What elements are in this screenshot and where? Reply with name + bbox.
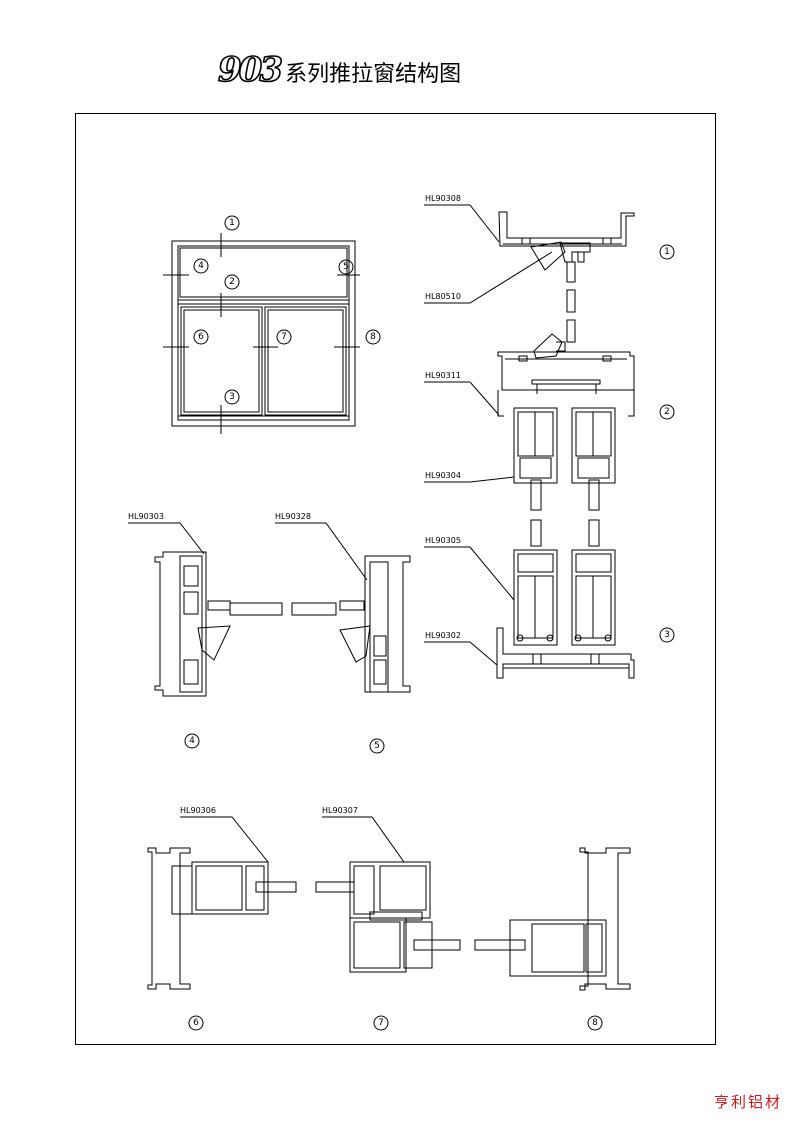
profile-label-hl90308: HL90308 — [425, 194, 461, 203]
profile-label-hl90305: HL90305 — [425, 536, 461, 545]
section-number-7: 7 — [378, 1018, 384, 1028]
section-number-8: 8 — [592, 1018, 598, 1028]
callout-7: 7 — [281, 332, 287, 342]
callout-1: 1 — [229, 218, 235, 228]
profile-label-hl90304: HL90304 — [425, 471, 461, 480]
profile-label-hl90303: HL90303 — [128, 512, 164, 521]
profile-label-hl90306: HL90306 — [180, 806, 216, 815]
drawing-frame — [75, 113, 716, 1045]
horizontal-section-6-7-8 — [147, 847, 631, 991]
section-number-6: 6 — [193, 1018, 199, 1028]
section-number-1: 1 — [664, 247, 670, 257]
callout-2: 2 — [229, 277, 235, 287]
callout-8: 8 — [370, 332, 376, 342]
callout-6: 6 — [198, 332, 204, 342]
section-number-5: 5 — [374, 741, 380, 751]
section-number-2: 2 — [664, 407, 670, 417]
brand-watermark: 亨利铝材 — [713, 1093, 782, 1111]
window-elevation — [163, 215, 381, 434]
page-title: 903 系列推拉窗结构图 — [217, 49, 462, 91]
callout-4: 4 — [198, 261, 204, 271]
title-series-number: 903 — [217, 49, 284, 91]
callout-5: 5 — [343, 262, 349, 272]
vertical-section — [496, 211, 635, 679]
callout-3: 3 — [229, 392, 235, 402]
profile-label-hl90307: HL90307 — [322, 806, 358, 815]
profile-label-hl90302: HL90302 — [425, 631, 461, 640]
profile-label-hl90328: HL90328 — [275, 512, 311, 521]
profile-label-hl80510: HL80510 — [425, 292, 461, 301]
profile-label-hl90311: HL90311 — [425, 371, 461, 380]
title-text: 系列推拉窗结构图 — [285, 62, 462, 87]
side-section-4-5 — [154, 551, 411, 697]
section-number-3: 3 — [664, 630, 670, 640]
leader-lines — [128, 204, 553, 863]
section-number-4: 4 — [189, 736, 195, 746]
